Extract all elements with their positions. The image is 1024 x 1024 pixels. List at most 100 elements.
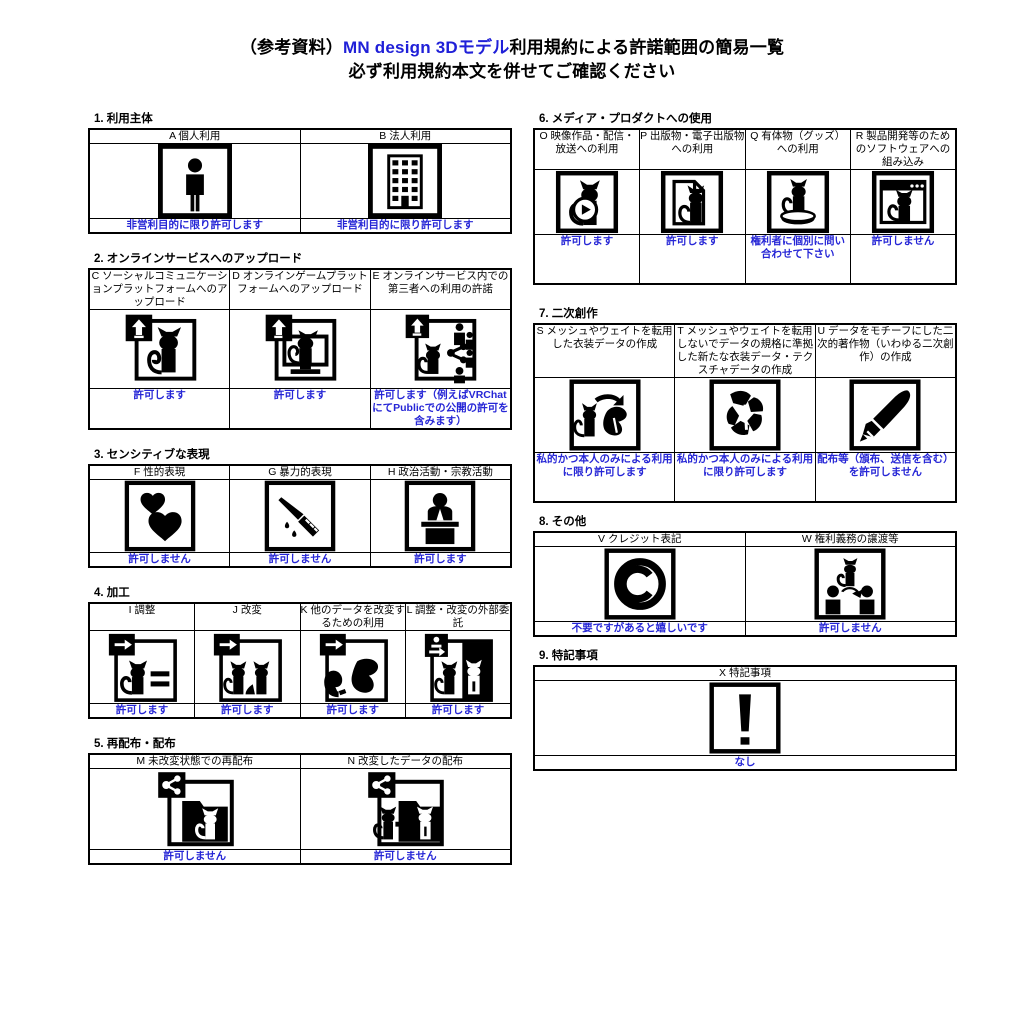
cell-icon-O bbox=[533, 169, 640, 235]
section-4: 4. 加工 I 調整 J 改変 K 他のデータを改変するための利用 bbox=[88, 586, 512, 719]
result-T: 私的かつ本人のみによる利用に限り許可します bbox=[674, 452, 816, 503]
result-U: 配布等（頒布、送信を含む）を許可しません bbox=[814, 452, 957, 503]
cat-app-window-icon bbox=[871, 170, 935, 234]
result-row: 不要ですがあると嬉しいです 許可しません bbox=[533, 621, 957, 637]
cat-to-costume-icon bbox=[569, 379, 641, 451]
section-1-name: 利用主体 bbox=[106, 113, 153, 125]
title-brand: MN design 3Dモデル bbox=[343, 38, 510, 57]
spacer bbox=[88, 568, 512, 586]
section-3-name: センシティブな表現 bbox=[106, 449, 210, 461]
result-row: 許可しません 許可しません 許可します bbox=[88, 552, 512, 568]
cell-icon-D bbox=[229, 309, 371, 389]
label-M: 未改変状態での再配布 bbox=[148, 755, 254, 767]
cell-header-A: A 個人利用 bbox=[88, 128, 301, 144]
header-row: S メッシュやウェイトを転用した衣装データの作成 T メッシュやウェイトを転用し… bbox=[533, 323, 957, 378]
section-7-name: 二次創作 bbox=[551, 308, 598, 320]
section-7-table: S メッシュやウェイトを転用した衣装データの作成 T メッシュやウェイトを転用し… bbox=[533, 323, 957, 503]
section-6: 6. メディア・プロダクトへの使用 O 映像作品・配信・放送への利用 P 出版物… bbox=[533, 112, 957, 285]
code-A: A bbox=[169, 130, 176, 142]
section-9: 9. 特記事項 X 特記事項 bbox=[533, 649, 957, 771]
cell-icon-U bbox=[814, 377, 957, 453]
cell-header-P: P 出版物・電子出版物への利用 bbox=[639, 128, 746, 170]
label-U: データをモチーフにした二次的著作物（いわゆる二次創作）の作成 bbox=[817, 325, 954, 363]
result-K: 許可します bbox=[299, 703, 406, 719]
cell-icon-B bbox=[299, 143, 512, 219]
section-2-name: オンラインサービスへのアップロード bbox=[106, 253, 303, 265]
label-F: 性的表現 bbox=[143, 466, 186, 478]
code-H: H bbox=[387, 466, 396, 478]
section-7: 7. 二次創作 S メッシュやウェイトを転用した衣装データの作成 T メッシュや… bbox=[533, 307, 957, 503]
result-row: 許可します 許可します 許可します（例えばVRChatにてPublicでの公開の… bbox=[88, 388, 512, 430]
title-line-2: 必ず利用規約本文を併せてご確認ください bbox=[348, 62, 676, 81]
label-L: 調整・改変の外部委託 bbox=[414, 604, 510, 629]
label-N: 改変したデータの配布 bbox=[358, 755, 463, 767]
label-W: 権利義務の譲渡等 bbox=[814, 533, 899, 545]
section-5-title: 5. 再配布・配布 bbox=[94, 737, 512, 751]
result-O: 許可します bbox=[533, 234, 640, 285]
cell-icon-N bbox=[299, 768, 512, 850]
code-L: L bbox=[406, 604, 413, 616]
result-N: 許可しません bbox=[299, 849, 512, 865]
code-C: C bbox=[91, 270, 100, 282]
section-6-table: O 映像作品・配信・放送への利用 P 出版物・電子出版物への利用 Q 有体物（グ… bbox=[533, 128, 957, 285]
cat-play-button-icon bbox=[555, 170, 619, 234]
label-K: 他のデータを改変するための利用 bbox=[310, 604, 405, 629]
left-column: 1. 利用主体 A 個人利用 B 法人利用 bbox=[88, 112, 512, 865]
cell-icon-K bbox=[299, 630, 406, 704]
cell-icon-J bbox=[194, 630, 301, 704]
section-2-title: 2. オンラインサービスへのアップロード bbox=[94, 252, 512, 266]
code-D: D bbox=[232, 270, 240, 282]
cell-header-M: M 未改変状態での再配布 bbox=[88, 753, 301, 769]
cell-header-H: H 政治活動・宗教活動 bbox=[369, 464, 512, 480]
arrow-cat-changed-icon bbox=[214, 633, 283, 702]
result-L: 許可します bbox=[405, 703, 512, 719]
cell-header-B: B 法人利用 bbox=[299, 128, 512, 144]
section-5-name: 再配布・配布 bbox=[106, 738, 176, 750]
code-R: R bbox=[855, 130, 864, 142]
code-G: G bbox=[268, 466, 277, 478]
icon-row bbox=[533, 169, 957, 235]
section-2: 2. オンラインサービスへのアップロード C ソーシャルコミュニケーションプラッ… bbox=[88, 252, 512, 430]
result-X: なし bbox=[533, 755, 957, 771]
exclamation-icon bbox=[709, 682, 781, 754]
cell-icon-W bbox=[744, 546, 957, 622]
copyright-icon bbox=[604, 548, 676, 620]
cell-header-E: E オンラインサービス内での第三者への利用の許諾 bbox=[369, 268, 512, 310]
code-P: P bbox=[640, 130, 647, 142]
code-I: I bbox=[128, 604, 132, 616]
spacer bbox=[533, 637, 957, 649]
label-P: 出版物・電子出版物への利用 bbox=[649, 130, 745, 155]
code-O: O bbox=[539, 130, 548, 142]
code-N: N bbox=[347, 755, 356, 767]
cell-header-G: G 暴力的表現 bbox=[229, 464, 371, 480]
cell-header-T: T メッシュやウェイトを転用しないでデータの規格に準拠した新たな衣装データ・テク… bbox=[674, 323, 816, 378]
code-F: F bbox=[133, 466, 141, 478]
icon-row bbox=[88, 630, 512, 704]
label-T: メッシュやウェイトを転用しないでデータの規格に準拠した新たな衣装データ・テクスチ… bbox=[676, 325, 814, 376]
section-3-number: 3. bbox=[94, 449, 104, 461]
section-8-table: V クレジット表記 W 権利義務の譲渡等 bbox=[533, 531, 957, 637]
cell-header-X: X 特記事項 bbox=[533, 665, 957, 681]
result-row: 非営利目的に限り許可します 非営利目的に限り許可します bbox=[88, 218, 512, 234]
header-row: O 映像作品・配信・放送への利用 P 出版物・電子出版物への利用 Q 有体物（グ… bbox=[533, 128, 957, 170]
section-4-number: 4. bbox=[94, 587, 104, 599]
header-row: F 性的表現 G 暴力的表現 H 政治活動・宗教活動 bbox=[88, 464, 512, 480]
cell-icon-C bbox=[88, 309, 231, 389]
title-prefix: （参考資料） bbox=[239, 38, 344, 57]
code-S: S bbox=[536, 325, 544, 337]
icon-row bbox=[533, 377, 957, 453]
spacer bbox=[533, 285, 957, 307]
icon-row bbox=[533, 546, 957, 622]
code-Q: Q bbox=[750, 130, 759, 142]
header-row: A 個人利用 B 法人利用 bbox=[88, 128, 512, 144]
label-H: 政治活動・宗教活動 bbox=[398, 466, 493, 478]
cell-icon-P bbox=[639, 169, 746, 235]
icon-row bbox=[88, 143, 512, 219]
result-M: 許可しません bbox=[88, 849, 301, 865]
cell-header-V: V クレジット表記 bbox=[533, 531, 746, 547]
cell-header-S: S メッシュやウェイトを転用した衣装データの作成 bbox=[533, 323, 676, 378]
result-G: 許可しません bbox=[229, 552, 371, 568]
label-X: 特記事項 bbox=[728, 667, 771, 679]
section-2-table: C ソーシャルコミュニケーションプラットフォームへのアップロード D オンライン… bbox=[88, 268, 512, 430]
code-J: J bbox=[232, 604, 238, 616]
